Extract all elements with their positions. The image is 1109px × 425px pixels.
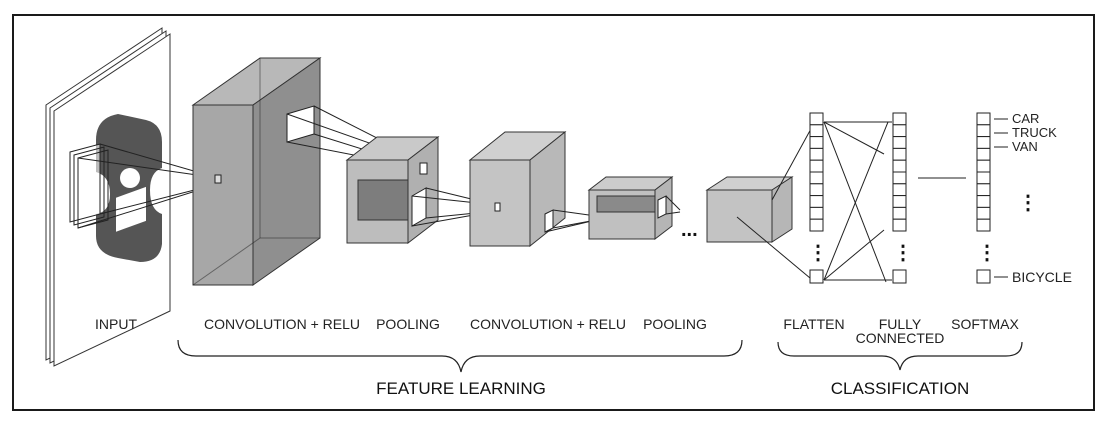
label-conv1: CONVOLUTION + RELU [204,316,360,332]
input-image-stack [45,27,219,367]
softmax-cell [976,183,991,197]
flatten-cell [809,112,824,126]
flatten-cell [809,136,824,149]
label-conv2: CONVOLUTION + RELU [470,316,626,332]
group-classification: CLASSIFICATION [831,379,970,398]
classification-brace [777,341,1023,371]
layers-ellipsis: ... [681,219,698,241]
fc-last-cell [892,269,907,284]
fc-cell [892,124,907,138]
softmax-cell [976,124,991,138]
softmax-cell [976,206,991,220]
label-input: INPUT [95,316,137,332]
softmax-cell [976,171,991,185]
output-bicycle-label: BICYCLE [1012,269,1072,285]
output-labels: CAR TRUCK VAN BICYCLE [976,111,1072,285]
flatten-cell [809,124,824,138]
flatten-cell [809,195,824,208]
label-flatten: FLATTEN [783,316,844,332]
label-pool1: POOLING [376,316,440,332]
fc-cell [892,206,907,220]
fc-cell [892,171,907,185]
pool1-volume [345,135,440,245]
fc-vertical-ellipsis: ⋮ [893,242,913,264]
fully-connected-column [892,112,907,284]
flatten-last-cell [809,269,824,284]
softmax-cell [976,136,991,149]
conv2-kernel-marker [494,202,501,212]
softmax-cell [976,112,991,126]
label-pool2: POOLING [643,316,707,332]
flatten-cell [809,147,824,161]
outputs-vertical-ellipsis: ⋮ [1018,192,1038,214]
flatten-vertical-ellipsis: ⋮ [808,242,828,264]
pool1-kernel-marker [419,162,428,175]
softmax-cell [976,218,991,232]
conv2-to-pool2-projection [544,209,597,233]
car-icon [96,114,162,262]
softmax-cell [976,147,991,161]
dense-connections [823,121,966,283]
softmax-cell [976,195,991,208]
fc-cell [892,136,907,149]
group-feature-learning: FEATURE LEARNING [376,379,546,398]
fc-cell [892,112,907,126]
label-fully: FULLY [879,316,922,332]
fc-cell [892,195,907,208]
softmax-vertical-ellipsis: ⋮ [977,242,997,264]
softmax-cell [976,159,991,173]
flatten-cell [809,171,824,185]
flatten-column [809,112,824,284]
flatten-cell [809,206,824,220]
label-connected: CONNECTED [856,330,945,346]
output-truck-label: TRUCK [1012,125,1057,140]
fc-cell [892,183,907,197]
flatten-cell [809,159,824,173]
output-bicycle-cell [976,269,991,284]
output-van-label: VAN [1012,139,1038,154]
fc-cell [892,147,907,161]
flatten-volume [705,115,819,279]
flatten-cell [809,183,824,197]
conv1-kernel-marker [214,174,222,184]
feature-learning-brace [177,339,743,373]
label-softmax: SOFTMAX [951,316,1019,332]
conv1-volume [191,57,322,286]
pool2-volume [587,175,681,241]
output-car-label: CAR [1012,111,1039,126]
fc-cell [892,218,907,232]
flatten-cell [809,218,824,232]
conv2-volume [468,130,567,248]
fc-cell [892,159,907,173]
